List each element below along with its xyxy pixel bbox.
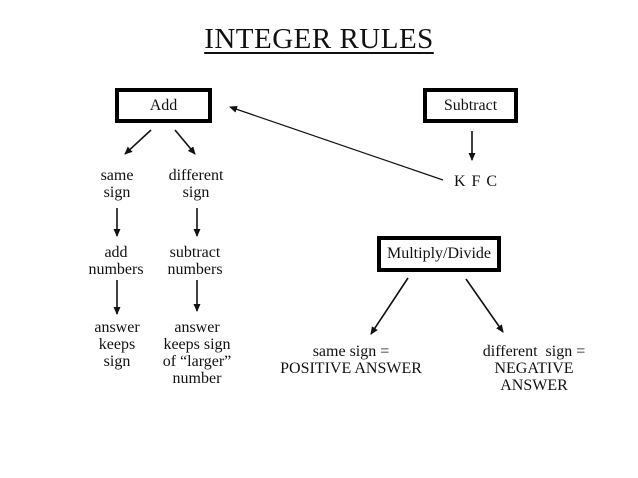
arrow-multiply-divide-to-different-rule [465,278,504,333]
subtract-box-label: Subtract [443,96,498,114]
multiply-divide-box-label: Multiply/Divide [387,245,491,262]
subtract-box: Subtract [423,88,518,123]
page-title: INTEGER RULES [204,23,434,55]
answer-keeps-sign-label: answer keeps sign [94,319,140,370]
arrow-add-to-different-sign [174,129,196,155]
different-sign-label: different sign [168,167,224,201]
multiply-divide-box: Multiply/Divide [377,236,501,272]
arrow-multiply-divide-to-same-rule [370,277,409,335]
arrow-kfc-to-add [229,105,444,181]
add-box: Add [115,88,212,123]
different-sign-negative-label: different sign = NEGATIVE ANSWER [482,343,586,394]
arrow-add-to-same-sign [124,129,152,155]
subtract-numbers-label: subtract numbers [167,244,223,278]
same-sign-label: same sign [100,167,134,201]
answer-keeps-larger-sign-label: answer keeps sign of “larger” number [162,319,232,387]
kfc-mnemonic-label: K F C [453,173,499,190]
add-numbers-label: add numbers [88,244,144,278]
same-sign-positive-label: same sign = POSITIVE ANSWER [280,343,422,377]
add-box-label: Add [149,96,178,114]
